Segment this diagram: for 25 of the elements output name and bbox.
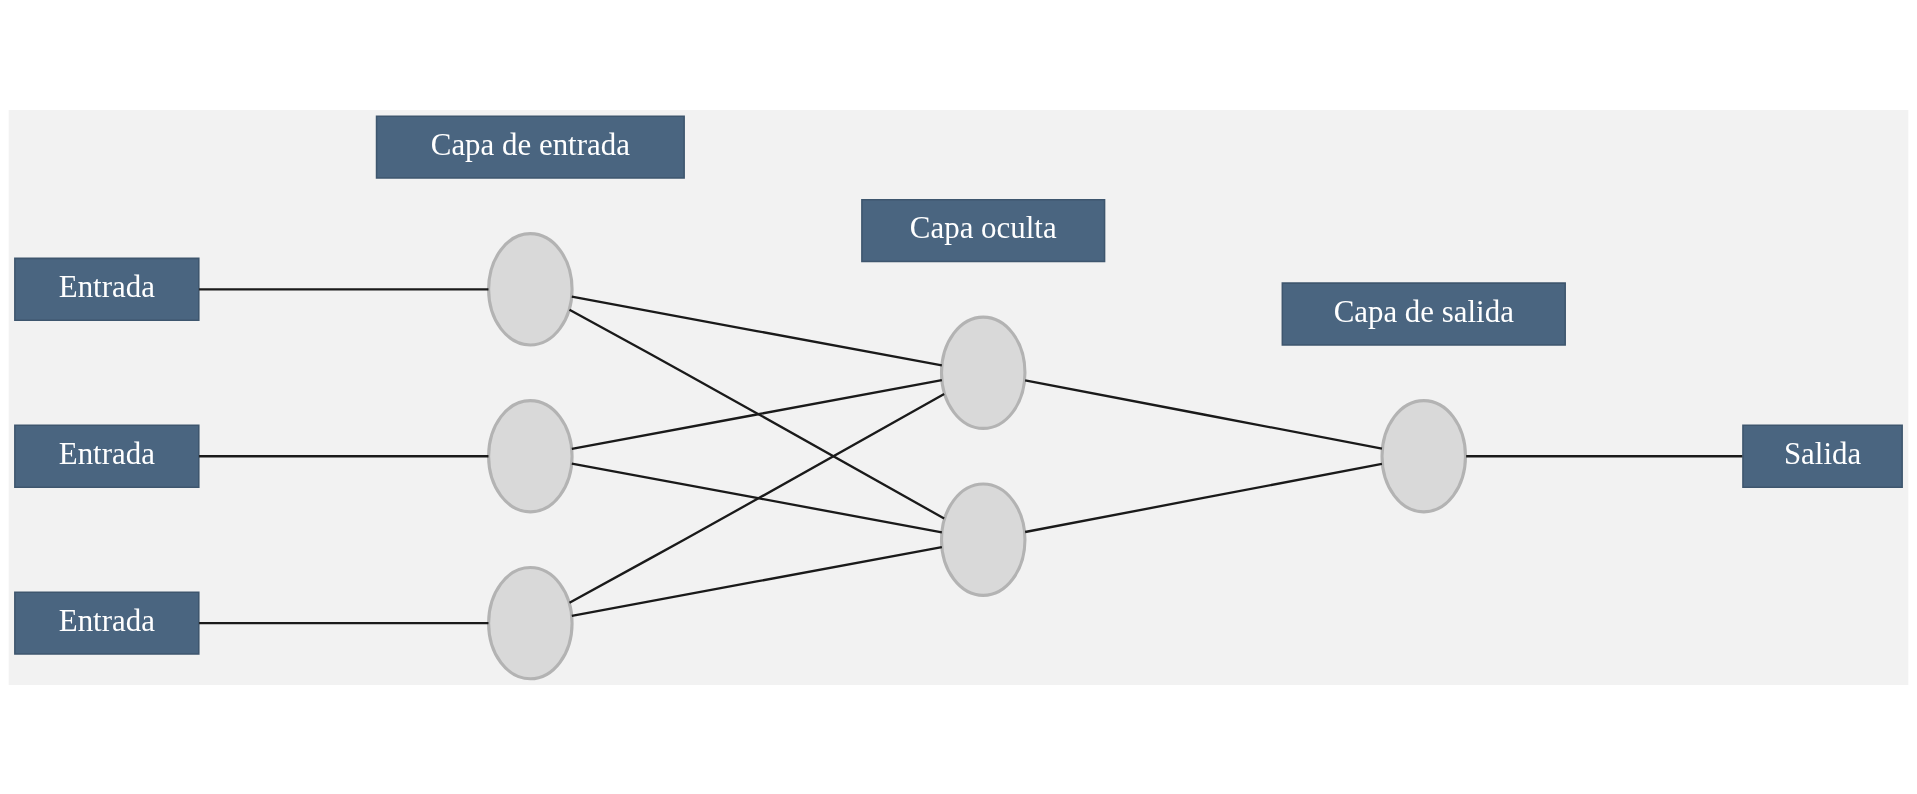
node-circle <box>939 315 1027 430</box>
node-circle <box>487 565 574 680</box>
connector <box>199 454 489 457</box>
node-circle <box>487 231 574 346</box>
node-circle <box>487 398 574 513</box>
connector <box>568 392 945 604</box>
connector <box>571 462 943 533</box>
connector <box>571 378 943 450</box>
connector <box>568 308 945 519</box>
node-box: Salida <box>1742 424 1903 488</box>
node-circle <box>1380 398 1468 513</box>
node-box: Entrada <box>14 424 200 488</box>
connector <box>199 287 489 290</box>
node-box: Capa oculta <box>861 198 1106 262</box>
connector <box>199 621 489 624</box>
node-box: Entrada <box>14 591 200 655</box>
node-box: Capa de salida <box>1281 281 1566 346</box>
connector <box>1024 378 1383 450</box>
node-box: Capa de entrada <box>375 114 685 179</box>
connector <box>571 295 943 367</box>
connector <box>1024 462 1383 533</box>
node-circle <box>939 482 1027 597</box>
connector <box>571 545 943 617</box>
node-box: Entrada <box>14 257 200 321</box>
connector <box>1466 454 1743 457</box>
